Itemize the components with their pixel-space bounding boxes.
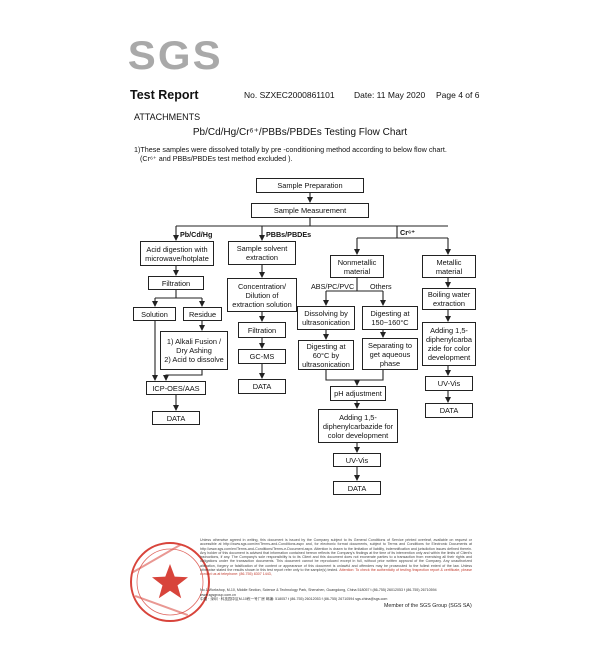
sgs-member-note: Member of the SGS Group (SGS SA) <box>384 603 472 609</box>
note-line-1: 1)These samples were dissolved totally b… <box>134 145 447 154</box>
branch-label-pbbs: PBBs/PBDEs <box>266 230 312 239</box>
uv-vis-box-m: UV-Vis <box>425 376 473 391</box>
report-date: Date: 11 May 2020 <box>354 90 426 100</box>
company-seal-icon <box>130 542 210 622</box>
nonmetallic-material-box: Nonmetallic material <box>330 255 384 278</box>
concentration-dilution-box: Concentration/ Dilution of extraction so… <box>227 278 297 312</box>
filtration-box-1: Filtration <box>148 276 204 290</box>
solvent-extraction-box: Sample solvent extraction <box>228 241 296 265</box>
authenticity-attention: Attention: To check the authenticity of … <box>200 568 472 577</box>
sample-preparation-box: Sample Preparation <box>256 178 364 193</box>
abs-pc-pvc-label: ABS/PC/PVC <box>311 282 355 291</box>
page-number: Page 4 of 6 <box>436 90 480 100</box>
report-number: No. SZXEC2000861101 <box>244 90 335 100</box>
adding-diphenylcarbazide-box-nm: Adding 1,5- diphenylcarbazide for color … <box>318 409 398 443</box>
gc-ms-box: GC-MS <box>238 349 286 364</box>
residue-box: Residue <box>183 307 222 321</box>
branch-label-pbcdhg: Pb/Cd/Hg <box>180 230 213 239</box>
legal-disclaimer: Unless otherwise agreed in writing, this… <box>200 538 472 577</box>
flow-chart-title: Pb/Cd/Hg/Cr⁶⁺/PBBs/PBDEs Testing Flow Ch… <box>192 127 408 138</box>
sgs-logo: SGS <box>127 34 223 78</box>
digesting-60-box: Digesting at 60°C by ultrasonication <box>298 340 354 370</box>
section-heading: ATTACHMENTS <box>134 112 201 122</box>
data-box-pbcdhg: DATA <box>152 411 200 425</box>
branch-label-cr6: Cr⁶⁺ <box>400 228 416 237</box>
acid-digestion-box: Acid digestion with microwave/hotplate <box>140 241 214 266</box>
data-box-pbbs: DATA <box>238 379 286 394</box>
others-label: Others <box>370 282 392 291</box>
separating-aqueous-box: Separating to get aqueous phase <box>362 338 418 370</box>
adding-diphenylcarbazide-box-m: Adding 1,5- diphenylcarba zide for color… <box>422 322 476 366</box>
ph-adjustment-box: pH adjustment <box>330 386 386 401</box>
report-title: Test Report <box>130 88 199 102</box>
company-address: No.1 Workshop, M-10, Middle Section, Sci… <box>200 588 437 602</box>
filtration-box-2: Filtration <box>238 322 286 338</box>
note-line-2: (Cr⁶⁺ and PBBs/PBDEs test method exclude… <box>140 154 293 163</box>
icp-oes-aas-box: ICP-OES/AAS <box>146 381 206 395</box>
sample-measurement-box: Sample Measurement <box>251 203 369 218</box>
solution-box: Solution <box>133 307 176 321</box>
data-box-nonmetallic: DATA <box>333 481 381 495</box>
dissolving-ultrasonication-box: Dissolving by ultrasonication <box>297 306 355 330</box>
alkali-fusion-box: 1) Alkali Fusion / Dry Ashing 2) Acid to… <box>160 331 228 370</box>
uv-vis-box-nm: UV-Vis <box>333 453 381 467</box>
digesting-150-box: Digesting at 150~160°C <box>362 306 418 330</box>
data-box-metallic: DATA <box>425 403 473 418</box>
boiling-water-extraction-box: Boiling water extraction <box>422 288 476 310</box>
metallic-material-box: Metallic material <box>422 255 476 278</box>
